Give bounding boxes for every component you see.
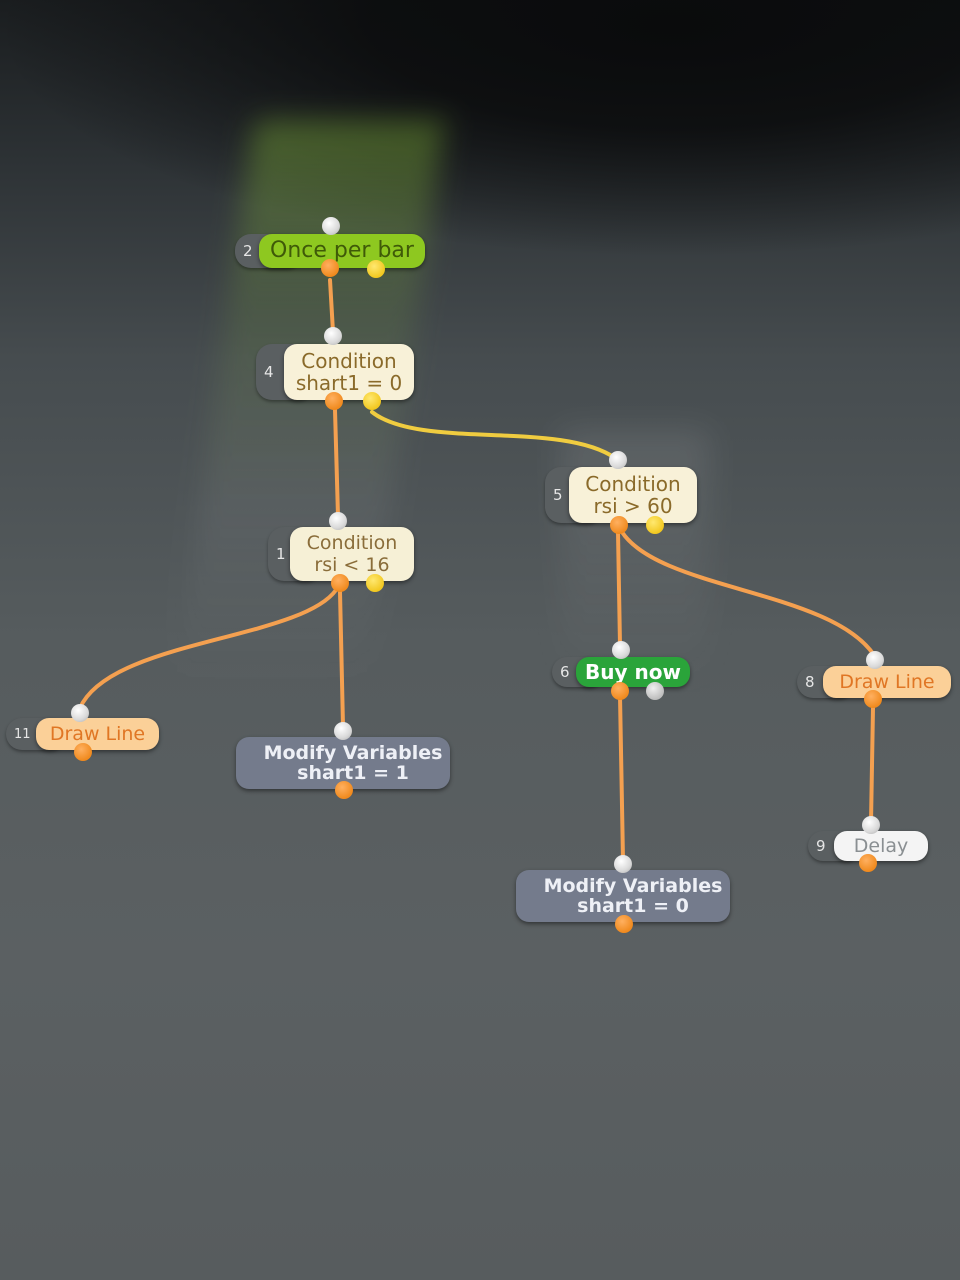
output-port-false[interactable] (646, 516, 664, 534)
input-port[interactable] (324, 327, 342, 345)
node-body[interactable]: Condition shart1 = 0 (284, 344, 414, 400)
output-port-true[interactable] (610, 516, 628, 534)
node-draw-line-right[interactable]: 8 Draw Line (797, 651, 951, 708)
output-port[interactable] (615, 915, 633, 933)
node-title: Modify Variables (543, 875, 723, 897)
node-label: Delay (853, 835, 909, 857)
output-port-false[interactable] (646, 682, 664, 700)
input-port[interactable] (71, 704, 89, 722)
node-body[interactable]: Draw Line (823, 666, 951, 698)
output-port-true[interactable] (331, 574, 349, 592)
node-condition-rsi-above[interactable]: 5 Condition rsi > 60 (545, 451, 697, 534)
node-title: Condition (306, 532, 398, 554)
node-once-per-bar[interactable]: 2 Once per bar (235, 217, 425, 278)
node-condition-rsi-below[interactable]: 1 Condition rsi < 16 (268, 512, 414, 592)
input-port[interactable] (329, 512, 347, 530)
input-port[interactable] (862, 816, 880, 834)
input-port[interactable] (334, 722, 352, 740)
input-port[interactable] (614, 855, 632, 873)
node-body[interactable]: Draw Line (36, 718, 159, 750)
input-port[interactable] (322, 217, 340, 235)
node-draw-line-left[interactable]: 11 Draw Line (6, 704, 159, 761)
input-port[interactable] (612, 641, 630, 659)
node-expression: shart1 = 0 (295, 371, 403, 395)
wire-8-to-9[interactable] (869, 706, 875, 824)
node-title: Condition (301, 349, 397, 373)
node-body[interactable]: Once per bar (259, 234, 425, 268)
output-port-true[interactable] (611, 682, 629, 700)
node-label: Buy now (585, 660, 681, 684)
node-body[interactable]: Delay (834, 831, 928, 861)
node-label: Once per bar (270, 238, 414, 263)
node-modify-variables-set-0[interactable]: 7 Modify Variables shart1 = 0 (516, 855, 730, 933)
output-port[interactable] (864, 690, 882, 708)
wire-5-to-6[interactable] (616, 530, 622, 647)
node-buy-now[interactable]: 6 Buy now (552, 641, 690, 700)
wire-5-to-8[interactable] (620, 530, 876, 657)
node-delay[interactable]: 9 Delay (808, 816, 928, 872)
output-port-true[interactable] (325, 392, 343, 410)
node-expression: shart1 = 1 (297, 762, 409, 784)
node-body[interactable]: Condition rsi > 60 (569, 467, 697, 523)
node-expression: rsi > 60 (593, 494, 673, 518)
wire-2-to-4[interactable] (328, 278, 335, 334)
wire-4-to-5[interactable] (370, 410, 617, 460)
output-port-false[interactable] (363, 392, 381, 410)
node-body[interactable]: Buy now (576, 657, 690, 687)
node-title: Condition (585, 472, 681, 496)
node-body[interactable]: Condition rsi < 16 (290, 527, 414, 581)
node-label: Draw Line (49, 723, 146, 745)
output-port[interactable] (859, 854, 877, 872)
output-port-true[interactable] (321, 259, 339, 277)
output-port-false[interactable] (367, 260, 385, 278)
wire-4-to-1[interactable] (333, 408, 340, 518)
wire-1-to-11[interactable] (78, 588, 338, 710)
node-body[interactable]: Modify Variables shart1 = 1 (236, 737, 450, 789)
node-label: Draw Line (839, 671, 935, 693)
output-port[interactable] (74, 743, 92, 761)
output-port[interactable] (335, 781, 353, 799)
input-port[interactable] (866, 651, 884, 669)
node-title: Modify Variables (263, 742, 443, 764)
node-modify-variables-set-1[interactable]: 3 Modify Variables shart1 = 1 (236, 722, 450, 799)
wire-6-to-7[interactable] (618, 694, 625, 862)
input-port[interactable] (609, 451, 627, 469)
wire-1-to-3[interactable] (338, 590, 345, 728)
node-expression: shart1 = 0 (577, 895, 689, 917)
node-condition-shart1[interactable]: 4 Condition shart1 = 0 (256, 327, 414, 410)
output-port-false[interactable] (366, 574, 384, 592)
node-expression: rsi < 16 (314, 554, 390, 576)
node-body[interactable]: Modify Variables shart1 = 0 (516, 870, 730, 922)
